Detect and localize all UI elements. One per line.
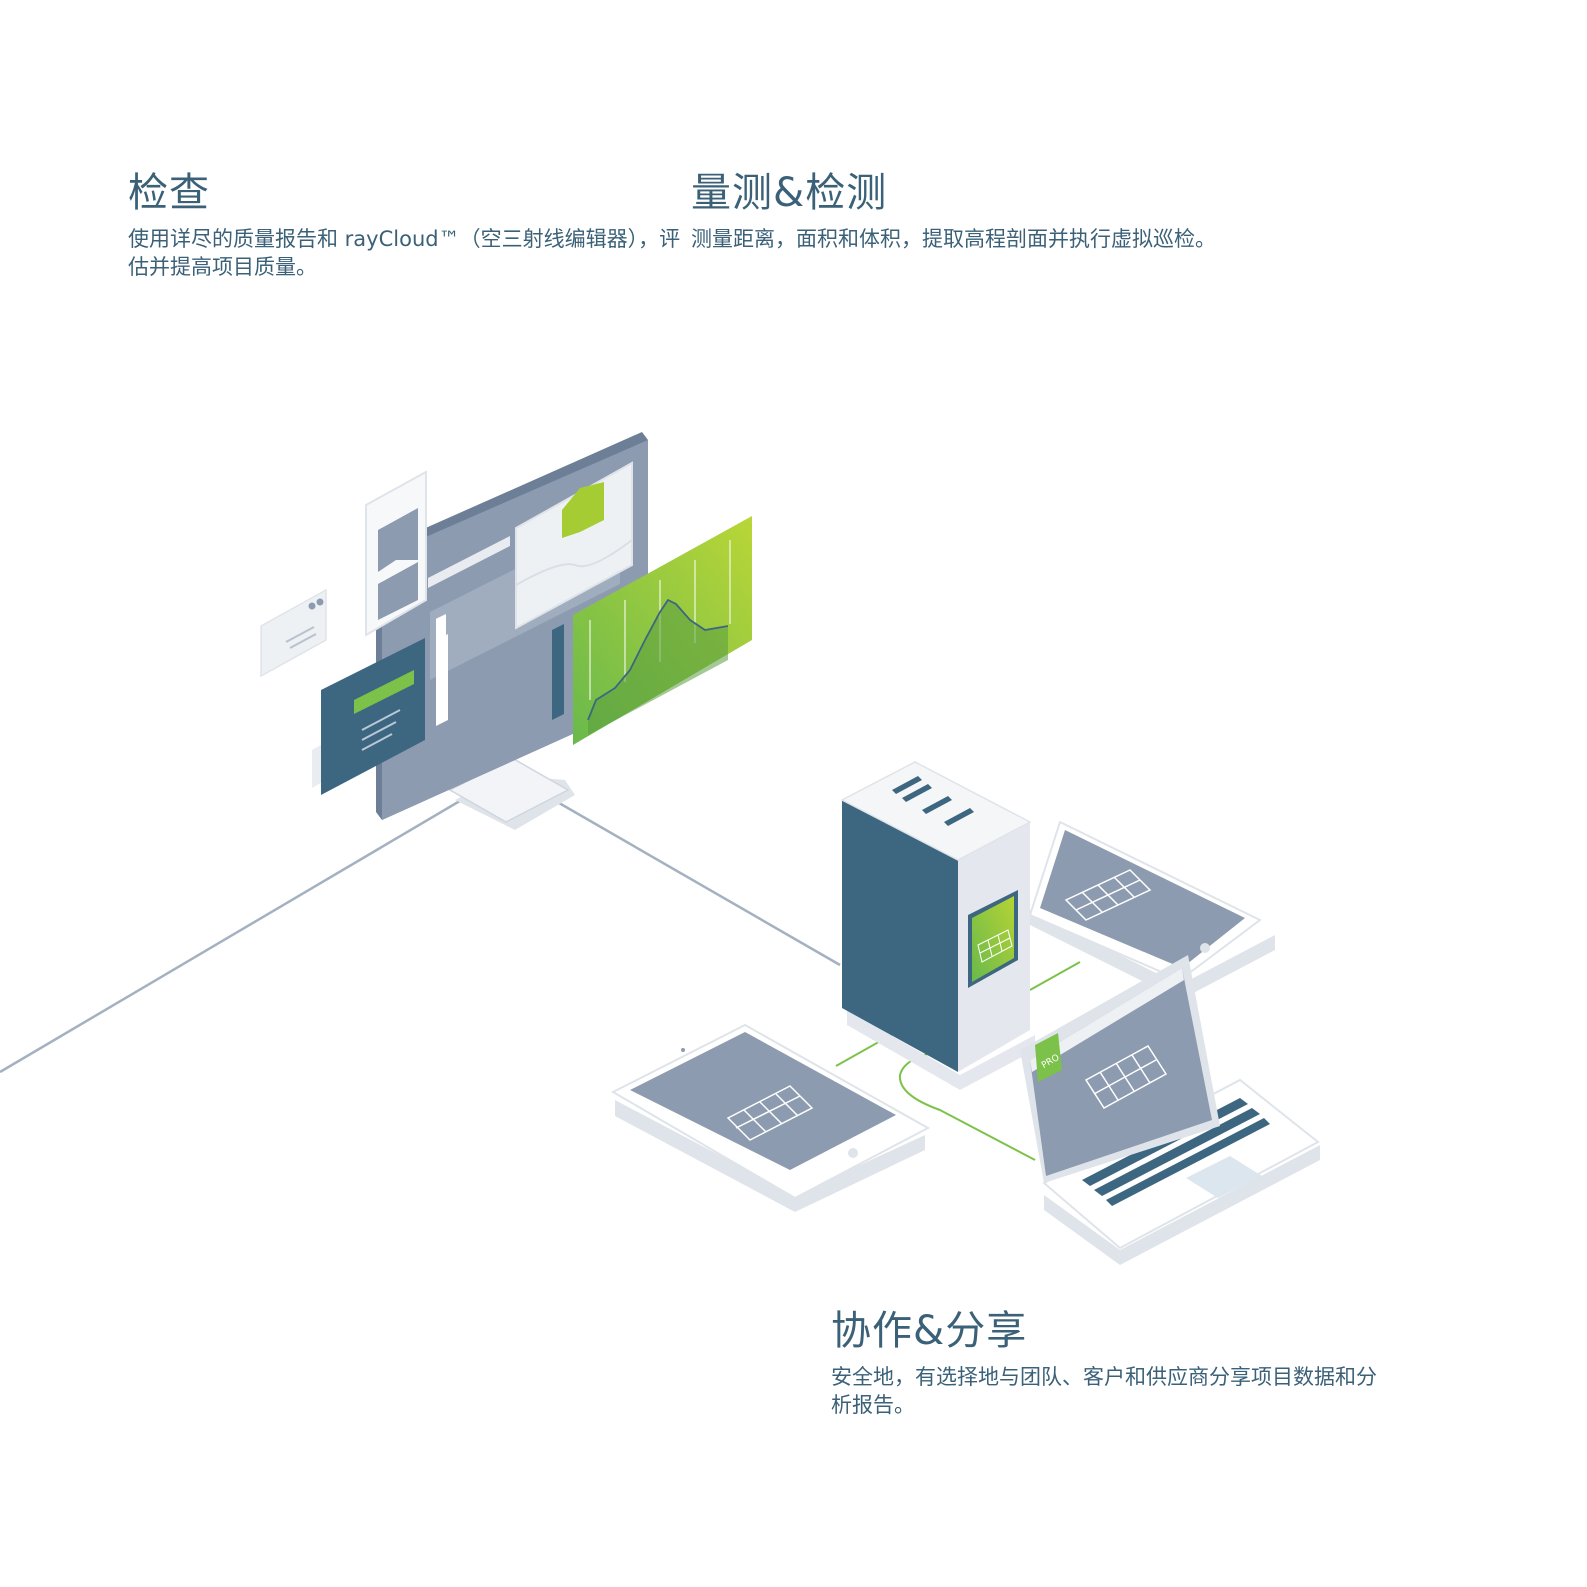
inspect-title: 检查 xyxy=(128,170,210,216)
collaborate-description: 安全地，有选择地与团队、客户和供应商分享项目数据和分析报告。 xyxy=(831,1365,1377,1417)
inspect-description: 使用详尽的质量报告和 rayCloud™（空三射线编辑器），评估并提高项目质量。 xyxy=(128,227,681,279)
contact-card xyxy=(260,588,327,678)
collaborate-title: 协作&分享 xyxy=(831,1308,1028,1354)
map-panel xyxy=(515,461,633,630)
measure-description: 测量距离，面积和体积，提取高程剖面并执行虚拟巡检。 xyxy=(691,227,1216,251)
connection-lines xyxy=(0,790,1081,1161)
photo-document-panel xyxy=(365,470,427,637)
elevation-chart-panel xyxy=(573,516,752,745)
laptop: PRO xyxy=(1020,955,1320,1265)
section-collaborate: 协作&分享 安全地，有选择地与团队、客户和供应商分享项目数据和分析报告。 xyxy=(831,1308,1391,1419)
tablet-upper xyxy=(1028,820,1275,1000)
report-panel xyxy=(312,638,425,795)
server-tower xyxy=(840,761,1035,1090)
section-measure: 量测&检测 测量距离，面积和体积，提取高程剖面并执行虚拟巡检。 xyxy=(691,170,1231,254)
section-inspect: 检查 使用详尽的质量报告和 rayCloud™（空三射线编辑器），评估并提高项目… xyxy=(128,170,688,281)
measure-title: 量测&检测 xyxy=(691,170,888,216)
tablet-lower xyxy=(610,1023,931,1212)
